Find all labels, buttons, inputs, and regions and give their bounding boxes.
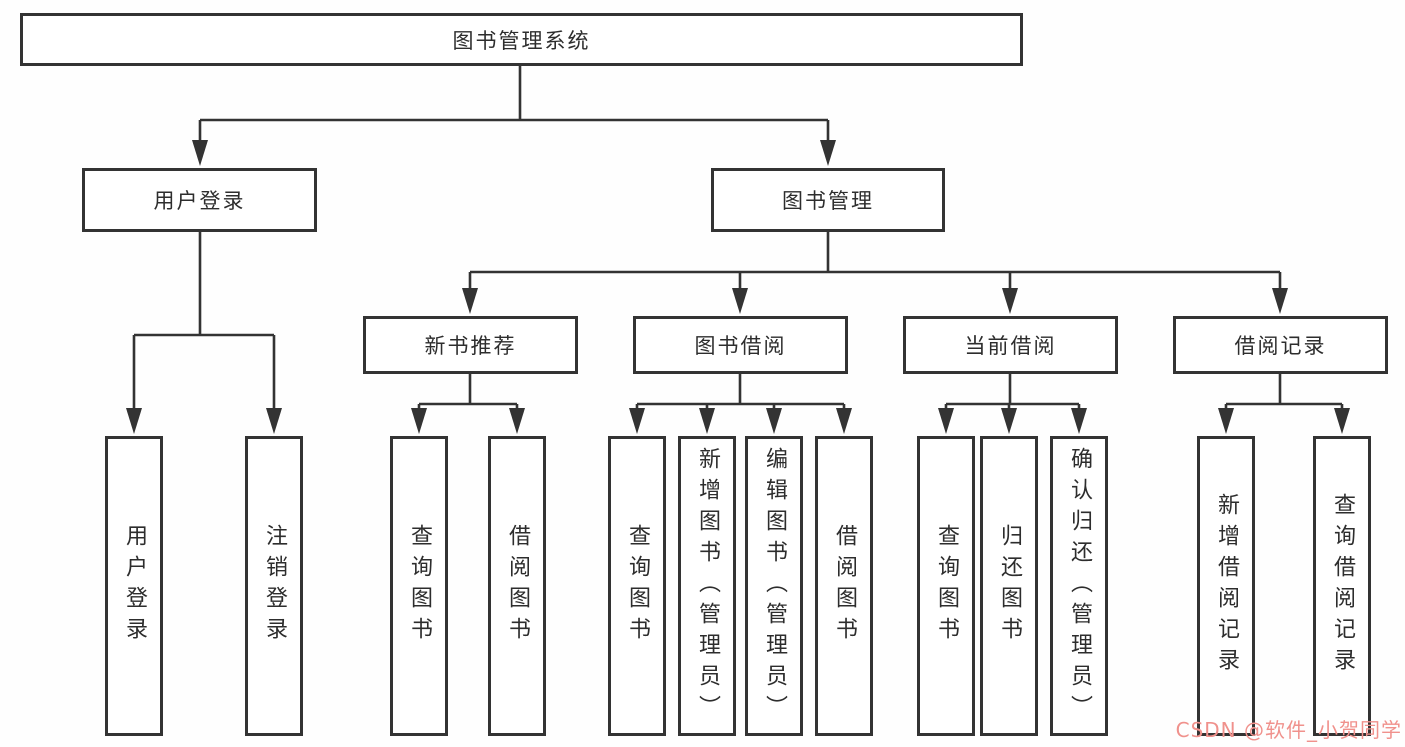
node-label: 查询图书 [934, 524, 959, 648]
node-label: 查询图书 [407, 524, 432, 648]
node-borrow-records: 借阅记录 [1173, 316, 1388, 374]
node-book-management: 图书管理 [711, 168, 945, 232]
node-new-book-recommend: 新书推荐 [363, 316, 578, 374]
node-leaf-confirm-return-admin: 确认归还（管理员） [1050, 436, 1108, 736]
node-leaf-add-book-admin: 新增图书（管理员） [678, 436, 736, 736]
node-leaf-query-books-3: 查询图书 [917, 436, 975, 736]
node-label: 归还图书 [997, 524, 1022, 648]
watermark: CSDN @软件_小贺同学 [1175, 718, 1402, 742]
node-leaf-return-book: 归还图书 [980, 436, 1038, 736]
node-user-login: 用户登录 [82, 168, 317, 232]
node-label: 注销登录 [262, 524, 287, 648]
node-label: 借阅图书 [832, 524, 857, 648]
node-label: 新增图书（管理员） [695, 446, 720, 726]
node-label: 确认归还（管理员） [1067, 446, 1092, 726]
node-leaf-query-books-1: 查询图书 [390, 436, 448, 736]
node-label: 新增借阅记录 [1214, 493, 1239, 679]
node-leaf-borrow-books-1: 借阅图书 [488, 436, 546, 736]
node-leaf-add-borrow-record: 新增借阅记录 [1197, 436, 1255, 736]
node-label: 查询图书 [625, 524, 650, 648]
node-leaf-logout: 注销登录 [245, 436, 303, 736]
node-leaf-user-login: 用户登录 [105, 436, 163, 736]
node-root: 图书管理系统 [20, 13, 1023, 66]
node-label: 查询借阅记录 [1330, 493, 1355, 679]
node-leaf-edit-book-admin: 编辑图书（管理员） [745, 436, 803, 736]
node-leaf-query-borrow-record: 查询借阅记录 [1313, 436, 1371, 736]
node-book-borrow: 图书借阅 [633, 316, 848, 374]
node-label: 编辑图书（管理员） [762, 446, 787, 726]
node-leaf-query-books-2: 查询图书 [608, 436, 666, 736]
node-label: 借阅图书 [505, 524, 530, 648]
node-label: 用户登录 [122, 524, 147, 648]
node-current-borrow: 当前借阅 [903, 316, 1118, 374]
node-leaf-borrow-books-2: 借阅图书 [815, 436, 873, 736]
